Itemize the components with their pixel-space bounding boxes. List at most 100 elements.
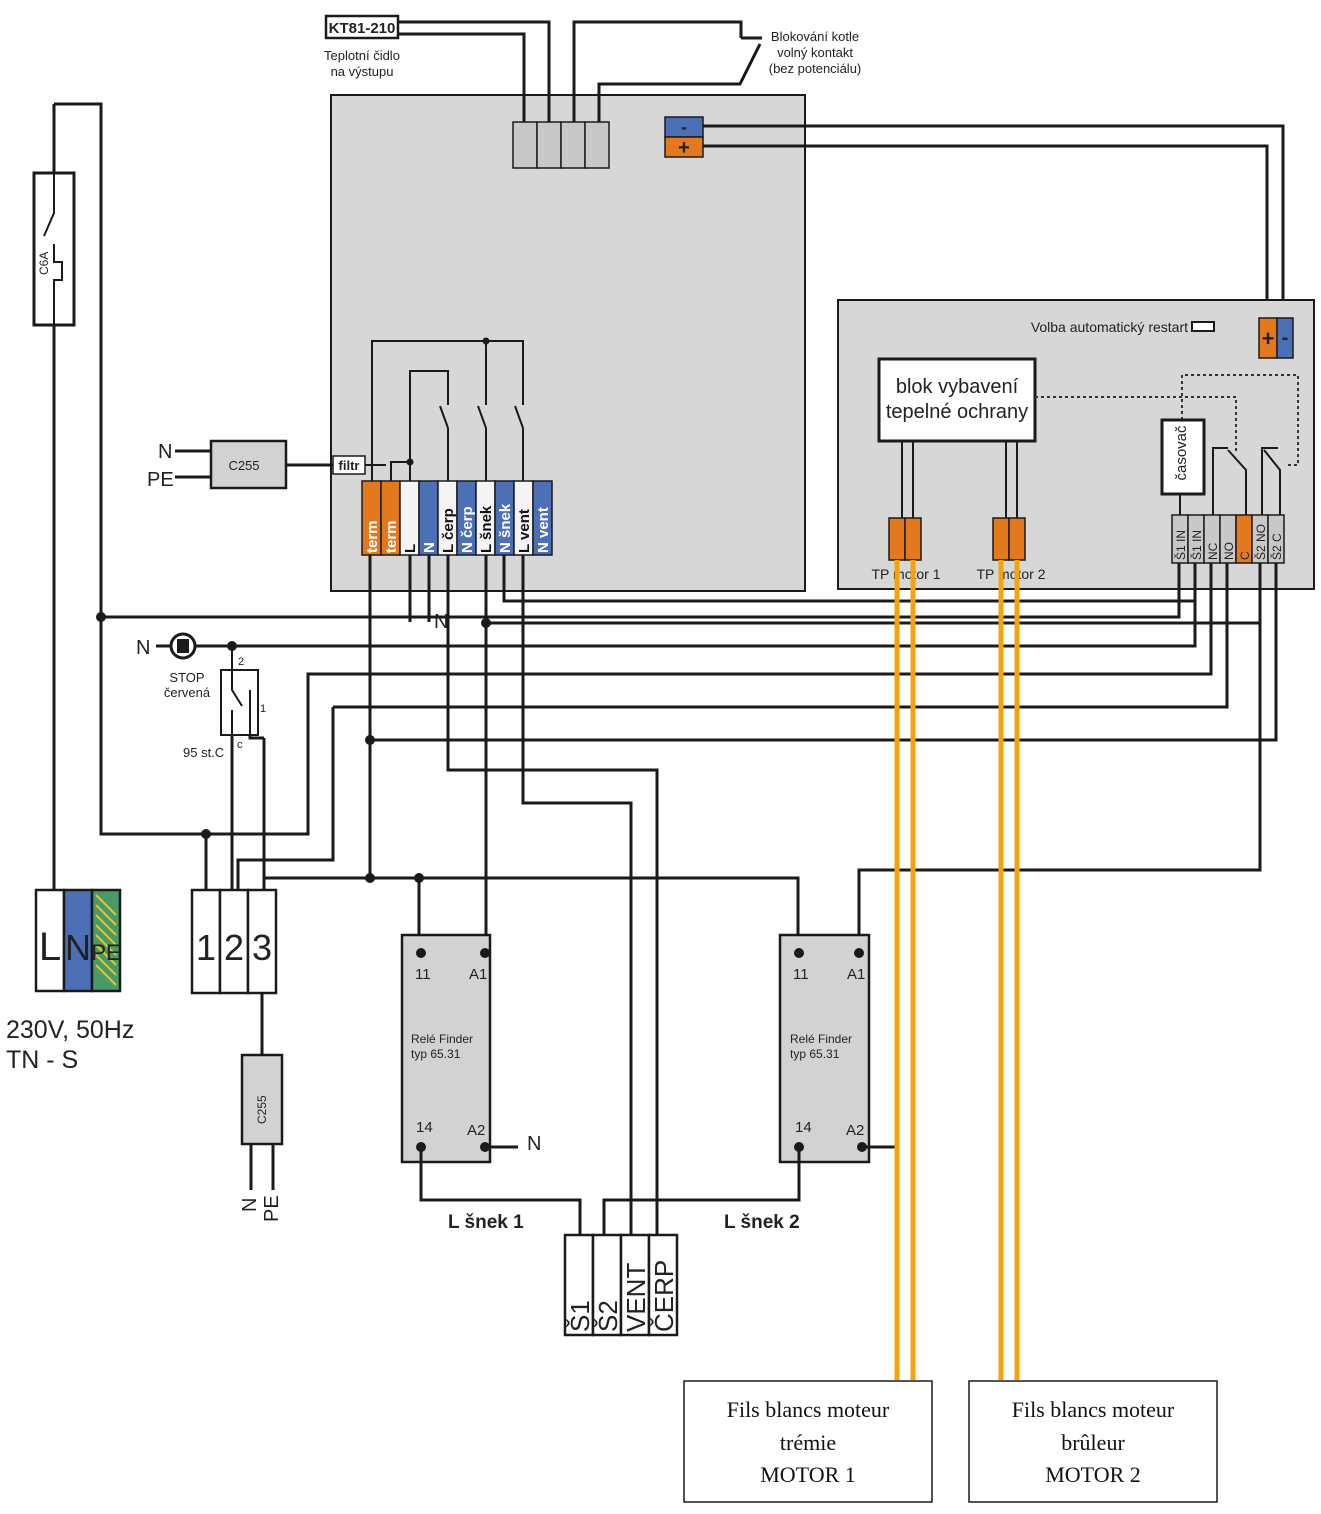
controller-terminal-strip [361, 480, 553, 556]
timer-box [1160, 418, 1206, 496]
stop-pinc: c [237, 739, 243, 751]
relay1-p14: 14 [416, 1119, 433, 1136]
stop-pin1: 1 [260, 703, 266, 715]
stop-pin2: 2 [238, 656, 244, 668]
terminal-block-2 [218, 888, 250, 995]
top-terminal [560, 121, 586, 169]
sensor-code: KT81-210 [329, 20, 396, 37]
prot-terminal-s1-in: Š1 IN [1173, 530, 1188, 560]
prot-terminal-no: NO [1222, 542, 1236, 560]
filter-input-label: C255 [228, 458, 259, 473]
tp-motor1-terminal [888, 517, 906, 561]
bottom-filter-label: C255 [255, 1095, 269, 1124]
terminal-n-cerp: N čerp [459, 506, 476, 553]
terminal-block-1-label: 1 [196, 927, 216, 968]
relay1-output: L šnek 1 [448, 1212, 524, 1233]
supply-l [34, 888, 66, 993]
prot-terminal-s2-c: Š2 C [1269, 533, 1284, 560]
controller-minus: - [681, 117, 687, 137]
terminal-l: L [402, 544, 419, 553]
motor1-note-1: Fils blancs moteur [727, 1397, 890, 1422]
prot-terminal-s2-no: Š2 NO [1253, 524, 1268, 560]
protection-block-title-1: blok vybavení [896, 376, 1019, 398]
timer-label: časovač [1173, 425, 1190, 481]
supply-pe-label: PE [91, 940, 120, 965]
tp-motor2-terminal [1008, 517, 1026, 561]
sensor-caption-2: na výstupu [331, 64, 394, 79]
motor2-note-1: Fils blancs moteur [1012, 1397, 1175, 1422]
relay2-p11: 11 [793, 966, 809, 983]
protection-block [877, 357, 1037, 443]
motor1-note-2: trémie [780, 1430, 836, 1455]
terminal-block-3-label: 3 [252, 927, 272, 968]
top-terminal [584, 121, 610, 169]
output-vent: VENT [621, 1263, 651, 1332]
tp-motor1-label: TP motor 1 [872, 566, 941, 582]
supply-system: TN - S [6, 1046, 78, 1074]
filter-label: filtr [339, 458, 360, 473]
protection-terminal-strip [1171, 514, 1285, 564]
relay2-output: L šnek 2 [724, 1212, 800, 1233]
tp-motor2-label: TP motor 2 [977, 566, 1046, 582]
prot-terminal-c: C [1238, 551, 1252, 560]
motor2-note-2: brûleur [1061, 1430, 1125, 1455]
output-s2: Š2 [593, 1300, 623, 1332]
motor1-note [683, 1380, 933, 1503]
supply-n-label: N [65, 927, 91, 968]
breaker-label: C6A [37, 252, 51, 275]
auto-restart-switch [1191, 321, 1215, 332]
terminal-n-snek: N šnek [497, 503, 514, 553]
stop-n: N [136, 637, 150, 659]
bottom-filter-n: N [239, 1198, 261, 1212]
stop-label-2: červená [164, 685, 211, 700]
block-contact-3: (bez potenciálu) [769, 61, 862, 76]
motor1-note-3: MOTOR 1 [760, 1462, 856, 1487]
stop-temp: 95 st.C [183, 745, 224, 760]
terminal-n-vent: N vent [535, 507, 552, 553]
block-contact-2: volný kontakt [777, 45, 853, 60]
output-s1: Š1 [565, 1300, 595, 1332]
output-cerp: ČERP [649, 1260, 679, 1332]
protection-block-title-2: tepelné ochrany [886, 401, 1028, 423]
bottom-filter-pe: PE [261, 1195, 283, 1222]
relay-2 [778, 933, 871, 1164]
terminal-l-vent: L vent [516, 509, 533, 553]
protection-minus-terminal [1276, 317, 1294, 359]
stop-label-1: STOP [169, 670, 204, 685]
auto-restart-label: Volba automatický restart [1031, 319, 1188, 335]
filter-input-n: N [158, 441, 172, 463]
controller-n-label: N [434, 611, 448, 633]
supply-l-label: L [39, 925, 61, 969]
terminal-block-2-label: 2 [224, 927, 244, 968]
sensor-code-box [324, 14, 400, 40]
terminal-l-cerp: L čerp [440, 508, 457, 553]
relay2-pa1: A1 [847, 966, 865, 983]
bottom-filter-c255 [240, 1053, 284, 1146]
tp-motor1-terminal [904, 517, 922, 561]
relay1-name-2: typ 65.31 [411, 1047, 461, 1061]
output-terminal-strip [563, 1233, 679, 1337]
relay1-pa2: A2 [467, 1122, 485, 1139]
terminal-n: N [421, 542, 438, 553]
terminal-term-1: term [364, 520, 381, 553]
motor2-note-3: MOTOR 2 [1045, 1462, 1141, 1487]
terminal-term-2: term [383, 520, 400, 553]
relay2-name-1: Relé Finder [790, 1032, 852, 1046]
relay1-name-1: Relé Finder [411, 1032, 473, 1046]
relay1-p11: 11 [415, 966, 431, 983]
controller-plus: + [678, 137, 690, 159]
protection-plus: + [1262, 326, 1275, 351]
prot-terminal-s1-in: Š1 IN [1189, 530, 1204, 560]
prot-terminal-nc: NC [1206, 542, 1220, 560]
relay1-pa1: A1 [469, 966, 487, 983]
relay2-name-2: typ 65.31 [790, 1047, 840, 1061]
relay2-pa2: A2 [846, 1122, 864, 1139]
top-terminal [536, 121, 562, 169]
protection-minus: - [1282, 327, 1289, 349]
top-terminal [512, 121, 538, 169]
terminal-block-1 [190, 888, 222, 995]
filter-input-pe: PE [147, 469, 174, 491]
relay2-p14: 14 [795, 1119, 812, 1136]
block-contact-1: Blokování kotle [771, 29, 859, 44]
relay1-n: N [527, 1133, 541, 1155]
